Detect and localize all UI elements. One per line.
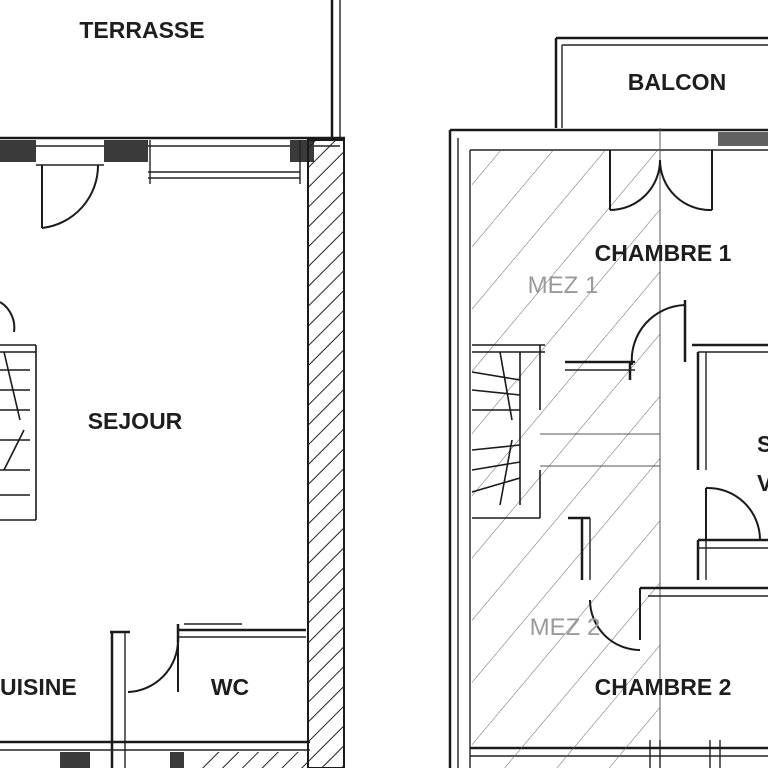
party-wall-right	[307, 139, 345, 768]
mezzanine2-label: MEZ 2	[530, 614, 601, 641]
bedroom1-door	[630, 304, 686, 366]
bathroom-partition	[696, 352, 768, 580]
bedroom2-partition	[568, 516, 768, 597]
bedroom1-partition	[565, 300, 768, 380]
bedroom2-label: CHAMBRE 2	[595, 674, 732, 700]
upper-bottom-openings	[649, 740, 721, 768]
ground-floor-plan: TERRASSE SEJOUR UISINE WC	[0, 0, 345, 768]
bedroom1-label: CHAMBRE 1	[595, 240, 732, 266]
entrance-door	[41, 164, 100, 229]
living-room-label: SEJOUR	[88, 408, 183, 434]
mezzanine-hatching	[472, 150, 660, 768]
ground-floor-staircase	[0, 301, 37, 521]
bathroom-label-line1: S	[757, 431, 768, 457]
wc-door	[127, 639, 179, 693]
wc-partition	[110, 623, 306, 768]
bathroom-label-line2: V	[757, 470, 768, 496]
upper-floor-plan: BALCON CHAMBRE 1 MEZ 1 S V MEZ 2 CHAMBRE…	[448, 36, 768, 768]
bedroom2-door	[589, 588, 641, 651]
mezzanine1-label: MEZ 1	[528, 272, 599, 299]
balcony-label: BALCON	[628, 69, 726, 95]
facade-wall-bottom	[0, 740, 310, 768]
facade-wall-top	[0, 136, 345, 184]
balcony-door	[609, 150, 713, 212]
balcony-outline	[554, 36, 768, 128]
kitchen-label: UISINE	[0, 674, 77, 700]
terrace-label: TERRASSE	[79, 17, 204, 43]
wc-label: WC	[211, 674, 249, 700]
upper-floor-staircase	[471, 344, 545, 519]
bathroom-door	[705, 486, 761, 541]
